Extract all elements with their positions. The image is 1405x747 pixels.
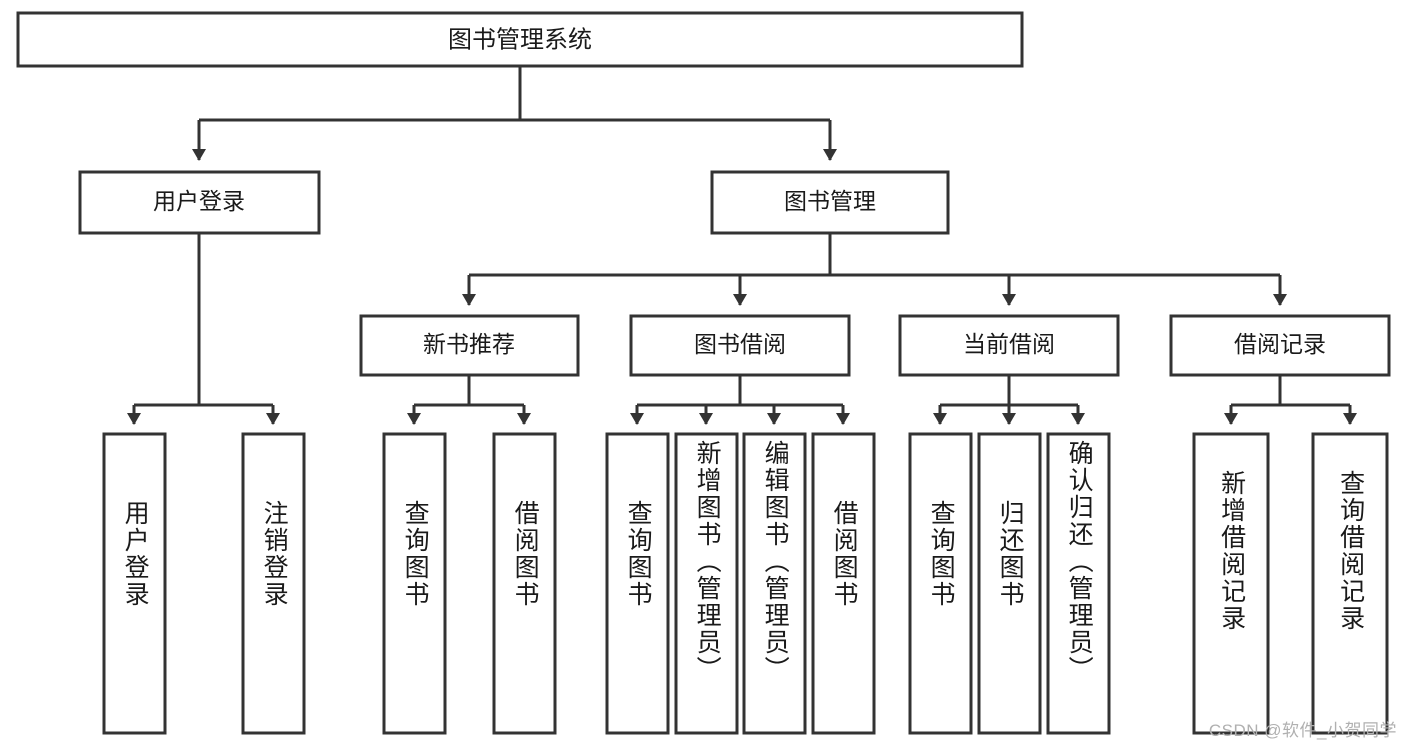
- node-borrow-record-label: 借阅记录: [1234, 331, 1326, 357]
- node-user-login-box[interactable]: [78, 170, 321, 235]
- node-book-manage[interactable]: 图书管理: [710, 170, 950, 235]
- leaf-box-borrow-record-2[interactable]: [1311, 432, 1389, 735]
- node-root-label: 图书管理系统: [448, 26, 592, 53]
- connector-group-current-borrow: [933, 375, 1085, 425]
- node-book-borrow-box[interactable]: [629, 314, 851, 377]
- node-borrow-record[interactable]: 借阅记录: [1169, 314, 1391, 377]
- leaf-box-current-borrow-2[interactable]: [977, 432, 1042, 735]
- leaf-group-borrow-record: [1192, 432, 1389, 735]
- node-user-login-label: 用户登录: [153, 188, 245, 214]
- node-current-borrow-label: 当前借阅: [963, 331, 1055, 357]
- leaf-group-current-borrow: [908, 432, 1111, 735]
- leaf-box-user-login-2[interactable]: [241, 432, 306, 735]
- leaf-box-user-login-1[interactable]: [102, 432, 167, 735]
- node-new-book-label: 新书推荐: [423, 331, 515, 357]
- connector-group-borrow-record: [1224, 375, 1357, 425]
- connector-group-root: [192, 66, 837, 161]
- connector-group-new-book: [407, 375, 531, 425]
- node-root-box[interactable]: [16, 11, 1024, 68]
- connector-group-book-borrow: [630, 375, 850, 425]
- node-book-manage-box[interactable]: [710, 170, 950, 235]
- node-root[interactable]: 图书管理系统: [16, 11, 1024, 68]
- leaf-box-new-book-1[interactable]: [382, 432, 447, 735]
- connector-group-user-login: [127, 233, 280, 425]
- leaf-box-borrow-record-1[interactable]: [1192, 432, 1270, 735]
- node-new-book[interactable]: 新书推荐: [359, 314, 580, 377]
- leaf-box-book-borrow-4[interactable]: [811, 432, 876, 735]
- node-book-borrow[interactable]: 图书借阅: [629, 314, 851, 377]
- leaf-box-current-borrow-1[interactable]: [908, 432, 973, 735]
- node-book-borrow-label: 图书借阅: [694, 331, 786, 357]
- node-new-book-box[interactable]: [359, 314, 580, 377]
- leaf-box-current-borrow-3[interactable]: [1046, 432, 1111, 735]
- leaf-group-user-login: [102, 432, 306, 735]
- leaf-group-book-borrow: [605, 432, 876, 735]
- node-user-login[interactable]: 用户登录: [78, 170, 321, 235]
- leaf-box-new-book-2[interactable]: [492, 432, 557, 735]
- node-current-borrow-box[interactable]: [898, 314, 1120, 377]
- leaf-box-book-borrow-2[interactable]: [674, 432, 739, 735]
- leaf-box-book-borrow-1[interactable]: [605, 432, 670, 735]
- node-borrow-record-box[interactable]: [1169, 314, 1391, 377]
- watermark-label: CSDN @软件_小贺同学: [1208, 721, 1397, 740]
- leaf-box-book-borrow-3[interactable]: [742, 432, 807, 735]
- node-current-borrow[interactable]: 当前借阅: [898, 314, 1120, 377]
- connector-group-book-manage: [462, 233, 1287, 306]
- leaf-group-new-book: [382, 432, 557, 735]
- node-book-manage-label: 图书管理: [784, 188, 876, 214]
